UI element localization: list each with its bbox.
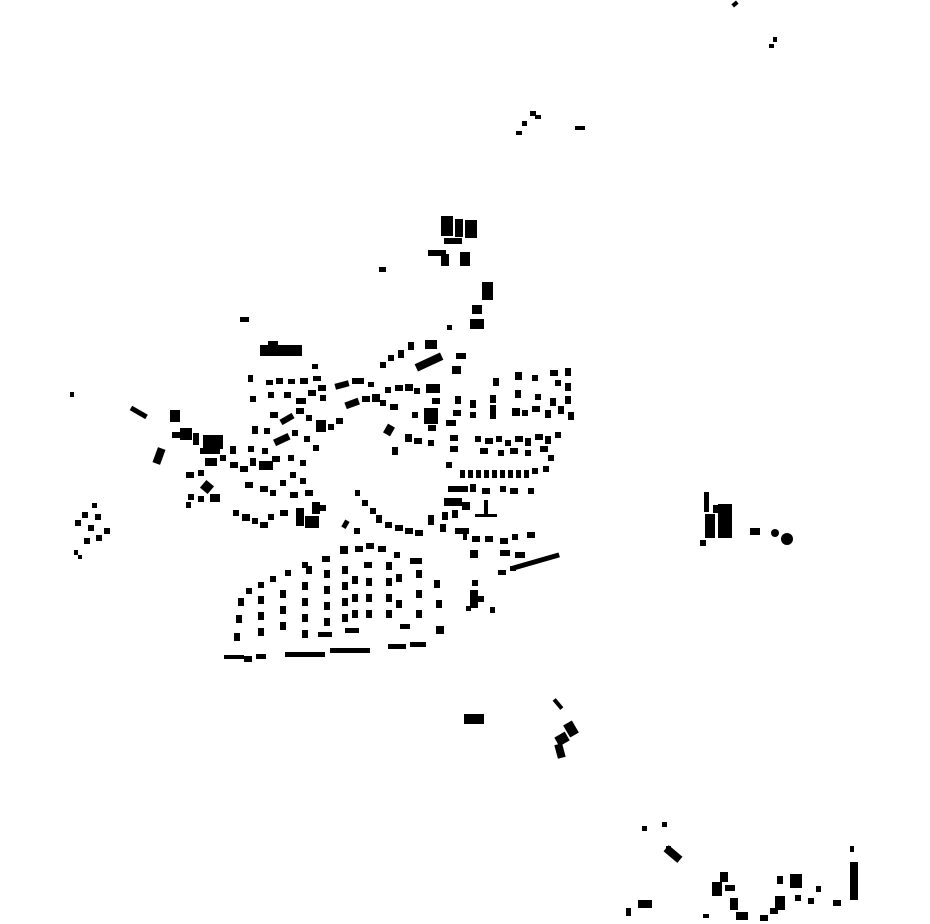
buildings-northern-farm — [240, 216, 493, 330]
buildings-north-outliers — [516, 0, 777, 135]
buildings-south-outliers — [464, 698, 858, 921]
buildings-village-core — [248, 340, 466, 486]
buildings-west-cluster — [70, 392, 276, 559]
buildings-east-grid — [440, 368, 574, 613]
buildings-central-south — [233, 490, 434, 536]
buildings-southern-estate — [224, 543, 444, 662]
estate-rows — [258, 562, 444, 638]
buildings-east-farm — [700, 492, 793, 546]
